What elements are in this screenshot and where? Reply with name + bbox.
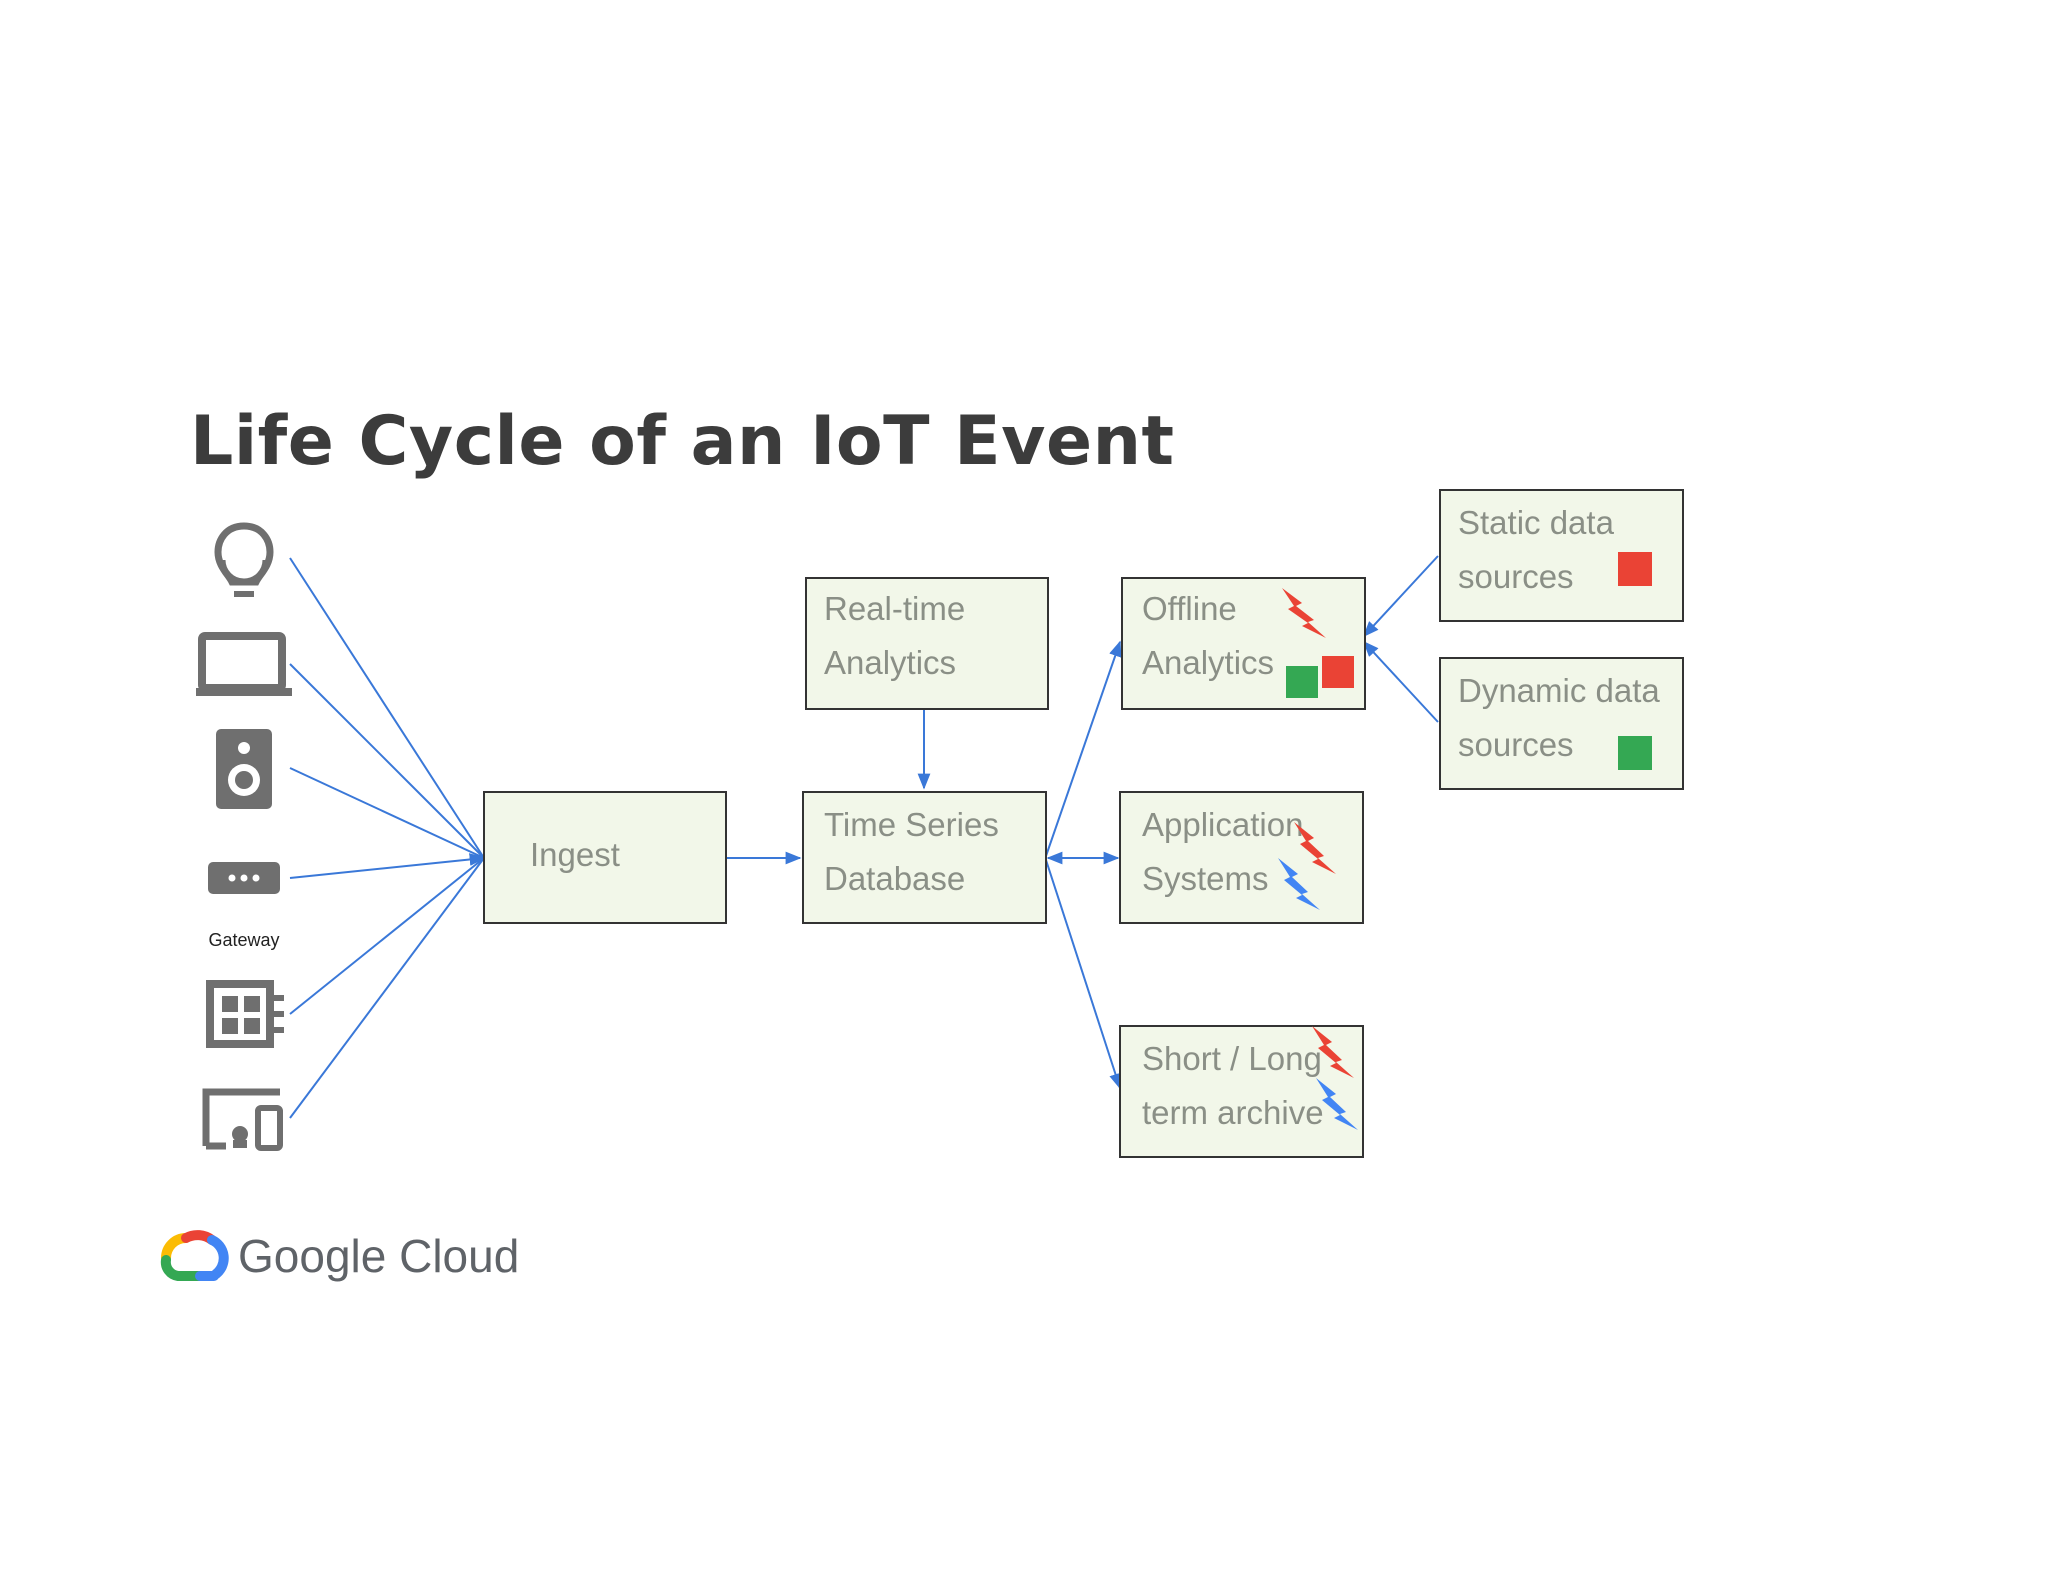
- realtime-label-line1: Real-time: [824, 590, 965, 627]
- arrow-dynamic-to-offline: [1362, 640, 1439, 723]
- application-systems-box: Application Systems: [1119, 791, 1364, 924]
- gateway-label: Gateway: [208, 930, 279, 950]
- realtime-label-line2: Analytics: [824, 644, 956, 681]
- connector-lightbulb: [289, 557, 485, 859]
- dynamic-label-line2: sources: [1458, 726, 1574, 763]
- dynamic-label-line1: Dynamic data: [1458, 672, 1660, 709]
- arrow-static-to-offline: [1362, 555, 1439, 638]
- lightbulb-icon: [214, 522, 274, 597]
- page-title: Life Cycle of an IoT Event: [190, 402, 1175, 481]
- arrow-tsdb-to-archive: [1045, 859, 1122, 1090]
- laptop-icon: [196, 632, 292, 696]
- static-label-line2: sources: [1458, 558, 1574, 595]
- red-lightning-icon: [1294, 822, 1336, 874]
- google-cloud-wordmark: Google Cloud: [238, 1230, 519, 1282]
- offline-label-line1: Offline: [1142, 590, 1237, 627]
- red-square-icon: [1322, 656, 1354, 688]
- google-cloud-logo: [160, 1230, 229, 1281]
- green-square-icon: [1618, 736, 1652, 770]
- blue-lightning-icon: [1278, 858, 1320, 910]
- static-label-line1: Static data: [1458, 504, 1615, 541]
- connector-devices: [289, 857, 485, 1119]
- blue-lightning-icon: [1316, 1078, 1358, 1130]
- timeseries-label-line1: Time Series: [824, 806, 999, 843]
- ingest-box: Ingest: [483, 791, 727, 924]
- devices-icon: [202, 1088, 283, 1151]
- arrow-tsdb-to-offline: [1045, 640, 1122, 857]
- dynamic-data-sources-box: Dynamic data sources: [1439, 657, 1684, 790]
- connector-speaker: [289, 767, 485, 859]
- red-lightning-icon: [1312, 1026, 1354, 1078]
- device-connectors: [289, 557, 486, 1119]
- archive-label-line1: Short / Long: [1142, 1040, 1322, 1077]
- gateway-icon: [208, 862, 280, 894]
- static-data-sources-box: Static data sources: [1439, 489, 1684, 622]
- red-square-icon: [1618, 552, 1652, 586]
- timeseries-label-line2: Database: [824, 860, 965, 897]
- circuit-board-icon: [206, 980, 284, 1048]
- offline-label-line2: Analytics: [1142, 644, 1274, 681]
- ingest-label: Ingest: [530, 836, 620, 873]
- offline-analytics-box: Offline Analytics: [1121, 577, 1366, 710]
- realtime-analytics-box: Real-time Analytics: [805, 577, 1049, 710]
- appsys-label-line1: Application: [1142, 806, 1303, 843]
- archive-label-line2: term archive: [1142, 1094, 1324, 1131]
- timeseries-db-box: Time Series Database: [802, 791, 1047, 924]
- connector-laptop: [289, 663, 485, 859]
- archive-box: Short / Long term archive: [1119, 1025, 1364, 1158]
- appsys-label-line2: Systems: [1142, 860, 1269, 897]
- connector-board: [289, 857, 485, 1015]
- red-lightning-icon: [1282, 588, 1326, 638]
- speaker-icon: [216, 729, 272, 809]
- flow-arrows: [726, 555, 1439, 1090]
- green-square-icon: [1286, 666, 1318, 698]
- connector-gateway: [289, 853, 486, 879]
